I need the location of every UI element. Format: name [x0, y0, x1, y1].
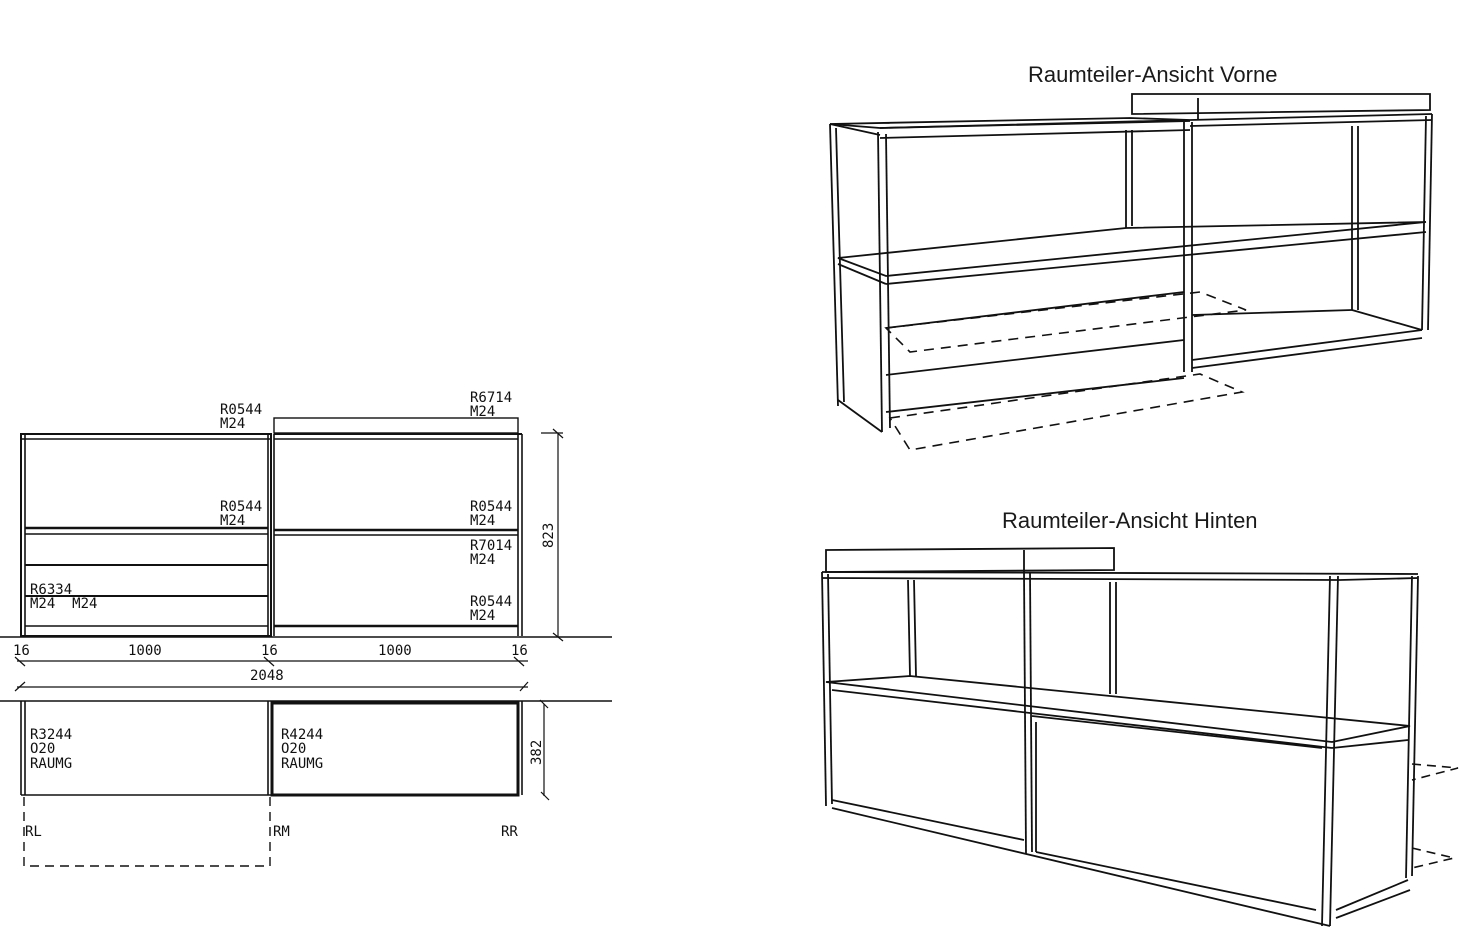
plan-left-finish: O20	[30, 741, 55, 757]
dim-side-left: 16	[13, 643, 30, 659]
back-view-title: Raumteiler-Ansicht Hinten	[1002, 508, 1258, 533]
position-right: RR	[501, 824, 518, 840]
plan-right-finish: O20	[281, 741, 306, 757]
label-left-mid-code: R0544	[220, 499, 262, 515]
label-right-mid-code: R0544	[470, 499, 512, 515]
plan-right-code: R4244	[281, 727, 323, 743]
front-view-title: Raumteiler-Ansicht Vorne	[1028, 62, 1278, 87]
label-right-top-finish: M24	[470, 404, 495, 420]
dim-width-right: 1000	[378, 643, 412, 659]
label-left-top-code: R0544	[220, 402, 262, 418]
dim-width-left: 1000	[128, 643, 162, 659]
label-right-low-finish: M24	[470, 608, 495, 624]
position-middle: RM	[273, 824, 290, 840]
position-left: RL	[25, 824, 42, 840]
label-right-top-code: R6714	[470, 390, 512, 406]
plan-left-type: RAUMG	[30, 756, 72, 772]
height-dimension: 823	[541, 523, 557, 548]
front-perspective-view	[829, 93, 1433, 433]
label-right-mid2-finish: M24	[470, 552, 495, 568]
dim-depth: 382	[529, 740, 545, 765]
label-right-mid-finish: M24	[470, 513, 495, 529]
back-perspective-view	[821, 547, 1419, 927]
dim-total-width: 2048	[250, 668, 284, 684]
label-left-low-code: R6334	[30, 582, 72, 598]
label-left-top-finish: M24	[220, 416, 245, 432]
plan-right-type: RAUMG	[281, 756, 323, 772]
label-left-mid-finish: M24	[220, 513, 245, 529]
dim-side-mid: 16	[261, 643, 278, 659]
label-right-mid2-code: R7014	[470, 538, 512, 554]
dim-side-right: 16	[511, 643, 528, 659]
label-left-low-finish: M24 M24	[30, 596, 97, 612]
plan-left-code: R3244	[30, 727, 72, 743]
label-right-low-code: R0544	[470, 594, 512, 610]
